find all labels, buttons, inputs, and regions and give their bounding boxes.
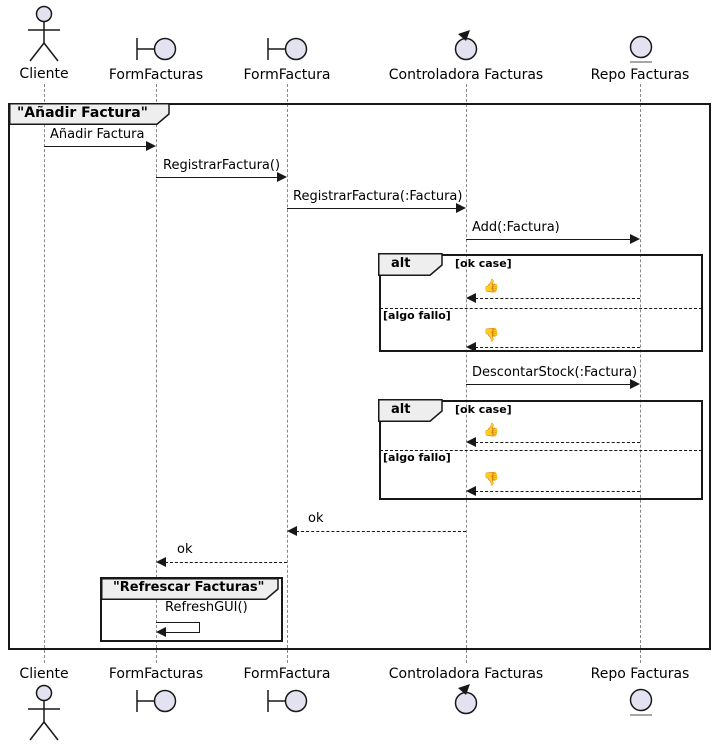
message-line: [466, 384, 631, 385]
participant-label-formfactura: FormFactura: [243, 666, 331, 682]
message-line: [156, 177, 278, 178]
message-label: RefreshGUI(): [165, 600, 248, 615]
message-line: [44, 146, 147, 147]
arrowhead-icon: [456, 203, 466, 213]
lifeline-repo-facturas: [640, 84, 641, 663]
message-label: Añadir Factura: [50, 127, 145, 142]
arrowhead-icon: [630, 379, 640, 389]
boundary-icon: [266, 34, 308, 64]
message-line: [475, 491, 640, 492]
message-line: [466, 239, 631, 240]
actor-icon: [24, 5, 64, 63]
message-label: 👎: [483, 328, 500, 343]
message-line: [475, 298, 640, 299]
frame-anadir-factura: [8, 103, 711, 650]
guard-label: [ok case]: [455, 257, 512, 270]
arrowhead-icon: [466, 342, 476, 352]
lifeline-formfacturas: [156, 84, 157, 663]
participant-label-formfacturas: FormFacturas: [108, 67, 204, 83]
arrowhead-icon: [156, 557, 166, 567]
entity-icon: [627, 687, 655, 719]
participant-label-formfactura: FormFactura: [243, 67, 331, 83]
group-tab: [101, 578, 279, 600]
section-divider: [380, 308, 702, 309]
arrowhead-icon: [146, 141, 156, 151]
participant-label-repo: Repo Facturas: [590, 67, 690, 83]
message-label: ok: [177, 542, 193, 557]
message-line: [165, 632, 200, 633]
message-line: [296, 531, 466, 532]
boundary-icon: [266, 686, 308, 716]
arrowhead-icon: [630, 234, 640, 244]
boundary-icon: [135, 686, 177, 716]
participant-label-controladora: Controladora Facturas: [388, 67, 544, 83]
participant-label-controladora: Controladora Facturas: [388, 666, 544, 682]
arrowhead-icon: [466, 437, 476, 447]
boundary-icon: [135, 34, 177, 64]
frame-title-tab: [9, 103, 170, 125]
message-line: [287, 208, 457, 209]
group-title: "Refrescar Facturas": [113, 580, 265, 595]
participant-label-repo: Repo Facturas: [590, 666, 690, 682]
participant-label-cliente: Cliente: [19, 66, 69, 82]
participant-label-cliente: Cliente: [19, 666, 69, 682]
message-label: RegistrarFactura(): [163, 158, 281, 173]
guard-label: [algo fallo]: [383, 309, 451, 322]
message-line: [165, 562, 287, 563]
message-label: 👎: [483, 472, 500, 487]
arrowhead-icon: [277, 172, 287, 182]
arrowhead-icon: [466, 486, 476, 496]
alt-label: alt: [391, 256, 411, 271]
arrowhead-icon: [287, 526, 297, 536]
message-label: DescontarStock(:Factura): [472, 365, 638, 380]
alt-tab: [378, 253, 443, 276]
guard-label: [algo fallo]: [383, 451, 451, 464]
arrowhead-icon: [156, 627, 166, 637]
participant-label-formfacturas: FormFacturas: [108, 666, 204, 682]
control-icon: [451, 28, 481, 62]
alt-label: alt: [391, 402, 411, 417]
control-icon: [451, 682, 481, 716]
message-label: RegistrarFactura(:Factura): [293, 189, 463, 204]
message-line: [475, 347, 640, 348]
message-label: 👍: [483, 423, 500, 438]
frame-title: "Añadir Factura": [17, 105, 148, 121]
message-label: 👍: [483, 279, 500, 294]
message-line: [156, 622, 200, 623]
entity-icon: [627, 34, 655, 66]
lifeline-controladora-facturas: [466, 84, 467, 663]
arrowhead-icon: [466, 293, 476, 303]
message-label: ok: [308, 511, 324, 526]
message-line: [475, 442, 640, 443]
section-divider: [380, 450, 702, 451]
lifeline-cliente: [44, 84, 45, 663]
message-label: Add(:Factura): [472, 220, 560, 235]
guard-label: [ok case]: [455, 403, 512, 416]
actor-icon: [24, 684, 64, 742]
alt-fragment-1: [379, 254, 703, 352]
message-line: [199, 622, 200, 632]
lifeline-formfactura: [287, 84, 288, 663]
alt-tab: [378, 399, 443, 422]
